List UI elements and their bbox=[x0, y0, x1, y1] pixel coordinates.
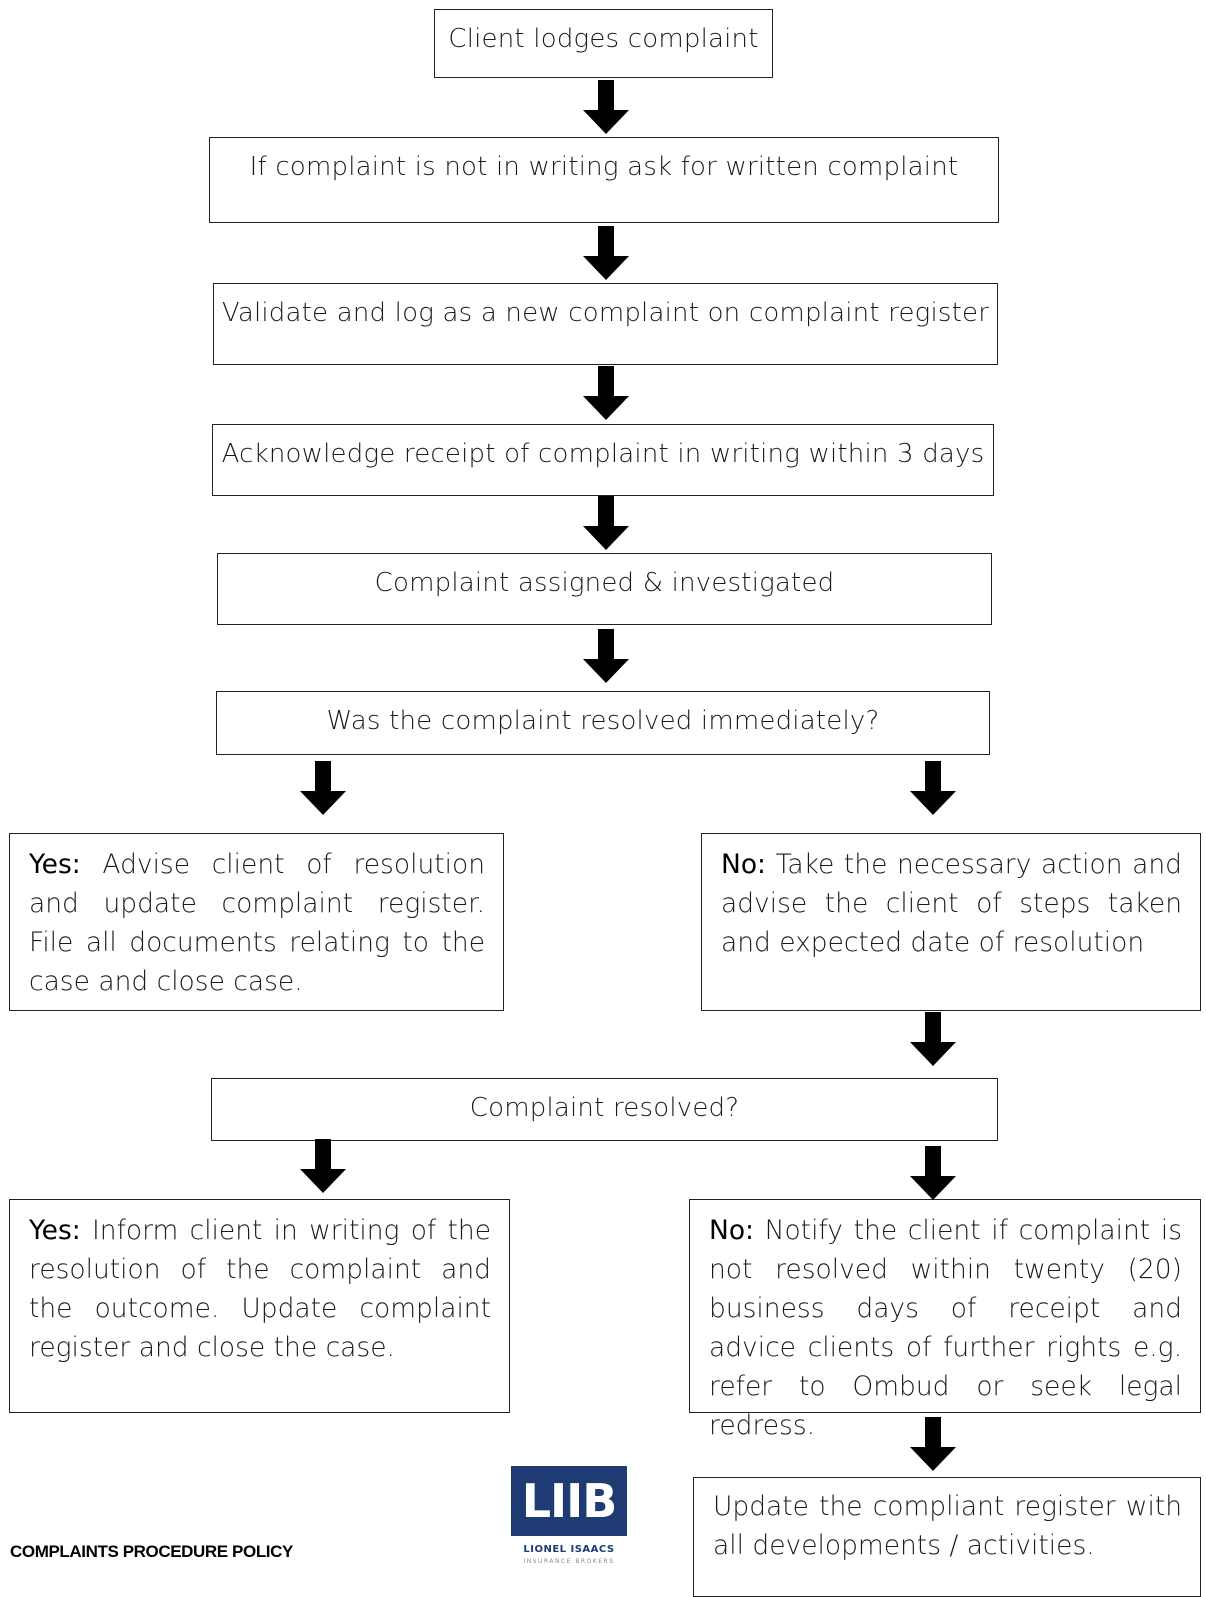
step-label: Client lodges complaint bbox=[448, 24, 759, 54]
final-text: Update the compliant register with all d… bbox=[713, 1491, 1182, 1561]
down-arrow-icon bbox=[583, 80, 629, 134]
no-branch-2: No: Notify the client if complaint is no… bbox=[689, 1199, 1201, 1441]
decision-label: Was the complaint resolved immediately? bbox=[326, 706, 880, 736]
step-assigned-investigated: Complaint assigned & investigated bbox=[217, 553, 992, 625]
no-branch-1: No: Take the necessary action and advise… bbox=[701, 833, 1201, 1011]
down-arrow-icon bbox=[910, 1417, 956, 1471]
no-text: Notify the client if complaint is not re… bbox=[709, 1215, 1182, 1441]
decision-label: Complaint resolved? bbox=[469, 1093, 740, 1123]
logo-company-subtitle: INSURANCE BROKERS bbox=[523, 1558, 615, 1565]
down-arrow-icon bbox=[583, 496, 629, 550]
step-client-lodges-complaint: Client lodges complaint bbox=[434, 9, 773, 78]
step-validate-and-log: Validate and log as a new complaint on c… bbox=[213, 283, 998, 365]
step-update-register: Update the compliant register with all d… bbox=[693, 1477, 1201, 1597]
no-label: No: bbox=[709, 1215, 765, 1246]
decision-resolved-immediately: Was the complaint resolved immediately? bbox=[216, 691, 990, 755]
down-arrow-icon bbox=[583, 629, 629, 683]
logo-mark: LIIB bbox=[511, 1466, 627, 1536]
step-label: Complaint assigned & investigated bbox=[374, 568, 835, 598]
down-arrow-icon bbox=[300, 1139, 346, 1193]
down-arrow-icon bbox=[910, 1012, 956, 1066]
document-footer-title: COMPLAINTS PROCEDURE POLICY bbox=[10, 1542, 293, 1561]
no-label: No: bbox=[721, 849, 776, 880]
step-label: Validate and log as a new complaint on c… bbox=[221, 298, 990, 328]
yes-branch-1: Yes: Advise client of resolution and upd… bbox=[9, 833, 504, 1011]
yes-branch-2: Yes: Inform client in writing of the res… bbox=[9, 1199, 510, 1413]
step-acknowledge-receipt: Acknowledge receipt of complaint in writ… bbox=[212, 424, 994, 496]
down-arrow-icon bbox=[583, 226, 629, 280]
down-arrow-icon bbox=[300, 761, 346, 815]
down-arrow-icon bbox=[910, 1146, 956, 1200]
step-label: Acknowledge receipt of complaint in writ… bbox=[221, 439, 985, 469]
no-text: Take the necessary action and advise the… bbox=[721, 849, 1182, 958]
yes-text: Advise client of resolution and update c… bbox=[29, 849, 485, 997]
company-logo: LIIB LIONEL ISAACS INSURANCE BROKERS bbox=[511, 1466, 627, 1580]
yes-text: Inform client in writing of the resoluti… bbox=[29, 1215, 491, 1363]
down-arrow-icon bbox=[583, 366, 629, 420]
down-arrow-icon bbox=[910, 761, 956, 815]
decision-complaint-resolved: Complaint resolved? bbox=[211, 1078, 998, 1141]
step-request-written-complaint: If complaint is not in writing ask for w… bbox=[209, 137, 999, 223]
yes-label: Yes: bbox=[29, 1215, 92, 1246]
step-label: If complaint is not in writing ask for w… bbox=[249, 152, 959, 182]
yes-label: Yes: bbox=[29, 849, 103, 880]
logo-company-name: LIONEL ISAACS bbox=[523, 1544, 615, 1555]
